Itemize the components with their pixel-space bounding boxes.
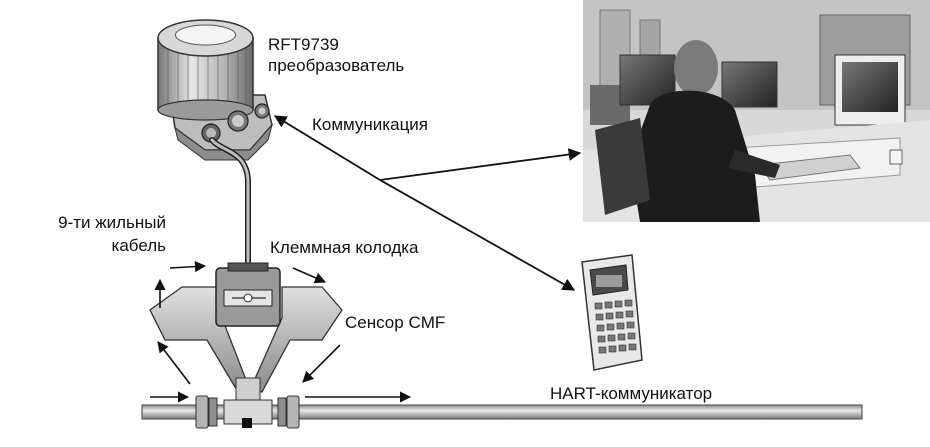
transmitter-illustration [157,19,273,161]
transmitter-model-label: RFT9739 [268,35,339,54]
control-room-photo [583,0,930,222]
cmf-sensor-illustration [149,262,343,405]
process-pipe [141,395,863,429]
sensor-label: Сенсор CMF [345,313,446,332]
flow-arrows [150,260,412,403]
hart-communicator-illustration [581,254,643,371]
transmitter-name-label: преобразователь [268,56,405,75]
junction-box-label: Клеммная колодка [270,238,419,257]
cable-label-line1: 9-ти жильный [58,213,166,232]
hart-communicator-label: HART-коммуникатор [550,384,713,403]
cable-label-line2: кабель [111,236,166,255]
communication-label: Коммуникация [312,115,429,134]
communication-arrows [273,115,582,291]
